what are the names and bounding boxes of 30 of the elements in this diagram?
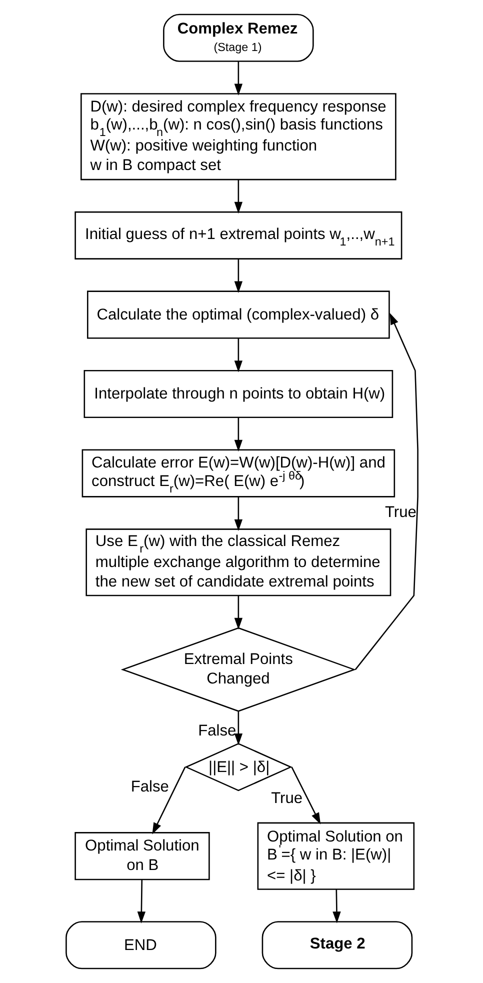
arrow	[136, 880, 146, 924]
node-box: Optimal Solution on B	[74, 832, 210, 880]
node-box: Stage 2	[261, 921, 412, 970]
edge-label: True	[270, 790, 302, 808]
arrow	[234, 596, 242, 630]
arrow	[234, 258, 242, 293]
arrow	[234, 418, 242, 452]
node-box: Interpolate through n points to obtain H(w)	[83, 370, 393, 418]
arrow	[354, 312, 418, 670]
node-box: Optimal Solution on B$^{'}$={ w in B: |E(w)| <= |δ| }	[256, 822, 414, 890]
node-box: Use E$_{r}$(w) with the classical Remez multiple exchange algorithm to determine the new set of candidate extremal points	[85, 528, 391, 596]
arrow	[234, 338, 242, 372]
node-box: Calculate the optimal (complex-valued) δ	[86, 290, 390, 339]
arrow	[234, 712, 242, 746]
node-diamond: ||E|| > |δ|	[184, 742, 292, 792]
node-box: Initial guess of n+1 extremal points w$_{1}$,..,w$_{n+1}$	[74, 211, 402, 260]
node-diamond: Extremal Points Changed	[120, 627, 356, 712]
node-box: Calculate error E(w)=W(w)[D(w)-H(w)] and construct E$_{r}$(w)=Re( E(w) e$^{-j θδ}$)	[81, 449, 395, 498]
node-box: Complex Remez (Stage 1)	[162, 14, 314, 62]
node-box: END	[65, 921, 216, 970]
arrow	[152, 766, 186, 834]
arrow	[290, 766, 320, 824]
edge-label: True	[384, 504, 416, 521]
arrow	[234, 61, 242, 96]
edge-label: False	[130, 778, 168, 796]
edge-label: False	[198, 722, 236, 740]
arrow	[234, 496, 242, 532]
arrow	[234, 180, 242, 214]
arrow	[332, 890, 340, 924]
node-box: D(w): desired complex frequency response b$_{1}$(w),...,b$_{n}$(w): n cos(),sin() basis functions W(w): positive weighting function w in B compact set	[80, 93, 396, 180]
